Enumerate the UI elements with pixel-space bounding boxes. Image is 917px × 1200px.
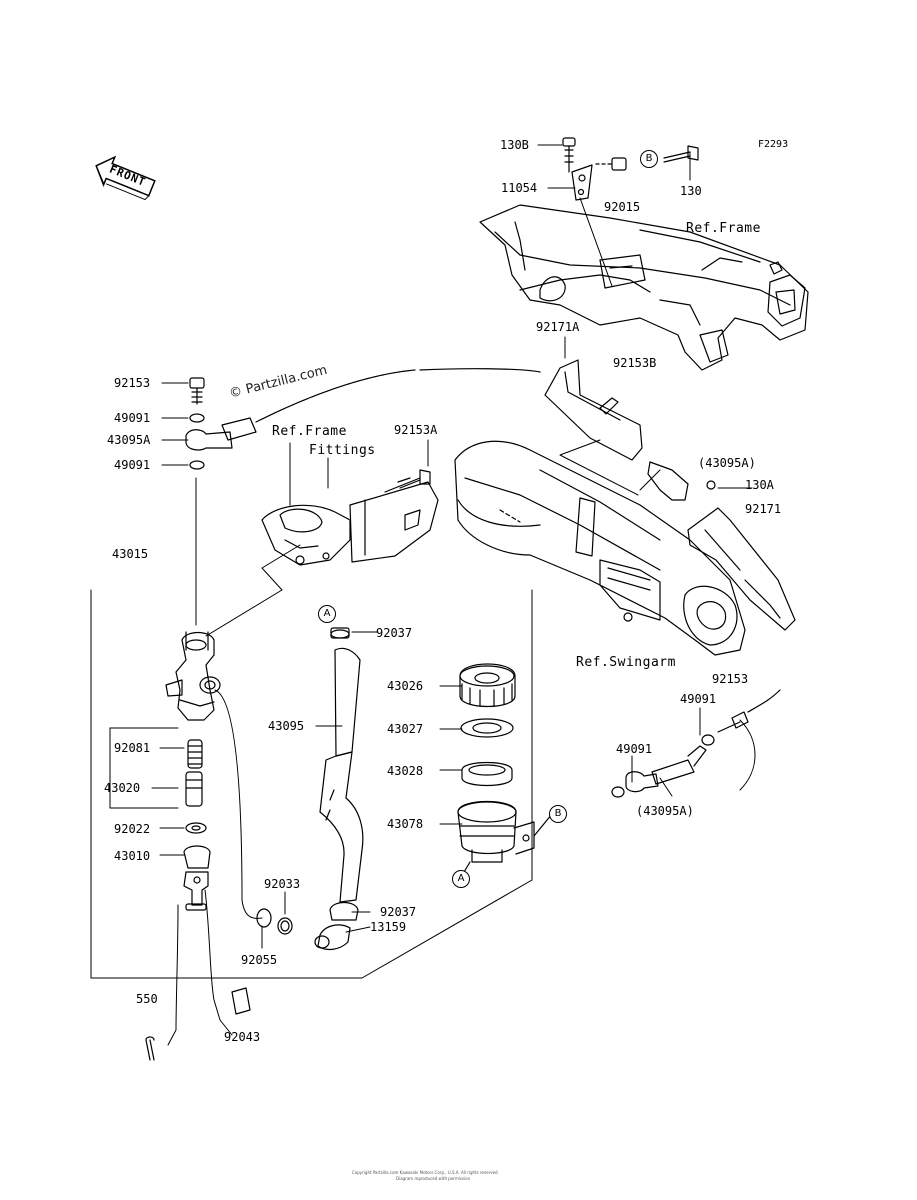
part-92037-b: 92037 — [380, 905, 417, 919]
part-49091-c: 49091 — [680, 692, 717, 706]
part-92081: 92081 — [114, 741, 151, 755]
ref-frame-fittings-line2: Fittings — [309, 443, 376, 458]
brake-hose-right-drawing — [544, 359, 796, 631]
callout-a-hose: A — [318, 605, 336, 623]
reservoir-bracket-drawing — [261, 469, 439, 566]
part-550: 550 — [136, 992, 158, 1006]
callout-b-reservoir: B — [549, 805, 567, 823]
part-92055: 92055 — [241, 953, 278, 967]
part-43028: 43028 — [387, 764, 424, 778]
part-92153-right: 92153 — [712, 672, 749, 686]
part-43010: 43010 — [114, 849, 151, 863]
part-92153B: 92153B — [613, 356, 657, 370]
part-43020: 43020 — [104, 781, 141, 795]
reservoir-hose-drawing — [256, 627, 364, 951]
part-130B: 130B — [500, 138, 529, 152]
part-11054: 11054 — [501, 181, 538, 195]
part-92171: 92171 — [745, 502, 782, 516]
part-43027: 43027 — [387, 722, 424, 736]
swingarm-drawing — [454, 440, 746, 656]
footer-permission: Diagram reproduced with permission — [396, 1176, 471, 1181]
left-hose-fitting-drawing — [185, 369, 416, 470]
part-43095A: 43095A — [107, 433, 151, 447]
frame-top-drawing — [479, 204, 809, 371]
part-13159: 13159 — [370, 920, 407, 934]
push-rod-parts-drawing — [145, 739, 251, 1061]
part-43078: 43078 — [387, 817, 424, 831]
right-hose-fitting-drawing — [611, 689, 781, 798]
part-130: 130 — [680, 184, 702, 198]
callout-b-top: B — [640, 150, 658, 168]
part-92022: 92022 — [114, 822, 151, 836]
part-92015: 92015 — [604, 200, 641, 214]
part-49091-d: 49091 — [616, 742, 653, 756]
part-43095: 43095 — [268, 719, 305, 733]
part-92153-top: 92153 — [114, 376, 151, 390]
part-130A: 130A — [745, 478, 774, 492]
footer-copyright: Copyright Partzilla.com Kawasaki Motors … — [352, 1170, 499, 1175]
part-92043: 92043 — [224, 1030, 261, 1044]
part-43026: 43026 — [387, 679, 424, 693]
front-direction-arrow: FRONT — [87, 147, 161, 206]
part-92033: 92033 — [264, 877, 301, 891]
part-43015: 43015 — [112, 547, 149, 561]
part-49091-b: 49091 — [114, 458, 151, 472]
part-49091-a: 49091 — [114, 411, 151, 425]
assembly-boundary-lines — [90, 439, 756, 1046]
ref-swingarm: Ref.Swingarm — [576, 655, 676, 670]
part-43095A-paren-1: (43095A) — [698, 456, 756, 470]
figure-code: F2293 — [758, 139, 789, 150]
arrow-icon — [95, 155, 156, 201]
part-43095A-paren-2: (43095A) — [636, 804, 694, 818]
ref-frame-fittings-line1: Ref.Frame — [272, 424, 347, 439]
part-92171A: 92171A — [536, 320, 580, 334]
part-92037-a: 92037 — [376, 626, 413, 640]
hose-path-upper — [419, 368, 541, 373]
reservoir-drawing — [457, 663, 553, 873]
ref-frame-top: Ref.Frame — [686, 221, 761, 236]
master-cylinder-drawing — [165, 631, 221, 721]
top-bolts-drawing — [562, 137, 699, 201]
callout-a-reservoir: A — [452, 870, 470, 888]
part-92153A: 92153A — [394, 423, 438, 437]
leader-lines — [151, 144, 753, 949]
